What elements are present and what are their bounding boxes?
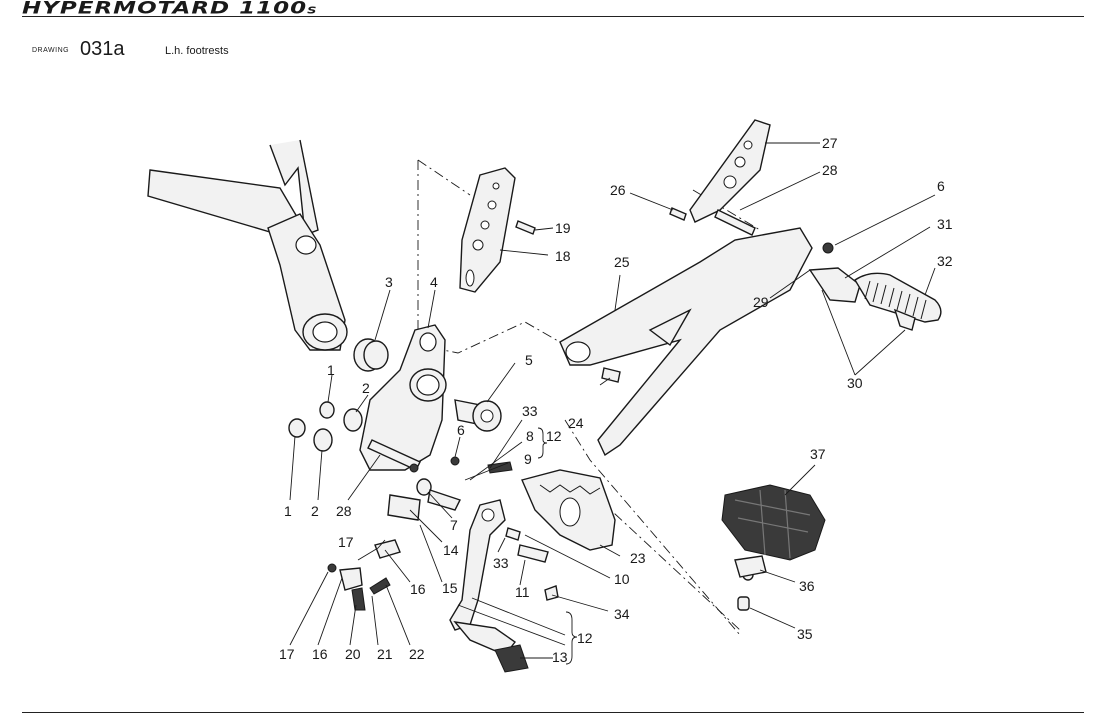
drawing-number: 031a [80,38,125,60]
callout-6: 6 [457,422,465,438]
callout-23: 23 [630,550,646,566]
callout-29: 29 [753,294,769,310]
callout-22: 22 [409,646,425,662]
washers-1-2 [288,401,363,452]
callout-20: 20 [345,646,361,662]
pivot-block [359,324,447,471]
callout-34: 34 [614,606,630,622]
header-rule [22,16,1084,17]
callout-27: 27 [822,135,838,151]
callout-35: 35 [797,626,813,642]
callout-2: 2 [362,380,370,396]
bolts-and-hardware [327,439,767,611]
callout-2: 2 [311,503,319,519]
callout-30: 30 [847,375,863,391]
callout-37: 37 [810,446,826,462]
footpeg-rubber [808,267,942,331]
drawing-label: DRAWING [32,47,70,54]
callout-12: 12 [546,428,562,444]
upper-footrest-bracket [669,119,771,236]
callout-3: 3 [385,274,393,290]
callout-33: 33 [493,555,509,571]
callout-31: 31 [937,216,953,232]
callout-12: 12 [577,630,593,646]
model-title: HYPERMOTARD 1100S [22,0,317,18]
callout-8: 8 [526,428,534,444]
callout-18: 18 [555,248,571,264]
callout-1: 1 [284,503,292,519]
callout-13: 13 [552,649,568,665]
callout-33: 33 [522,403,538,419]
callout-labels: 1 1 2 2 3 4 5 6 6 7 8 9 10 11 12 12 13 1… [279,135,953,665]
reference-lines [417,159,761,636]
callout-24: 24 [568,415,584,431]
callout-28: 28 [336,503,352,519]
bushing-3 [353,338,389,372]
callout-17: 17 [279,646,295,662]
callout-25: 25 [614,254,630,270]
callout-5: 5 [525,352,533,368]
callout-21: 21 [377,646,393,662]
footrest-arm [559,227,834,457]
callout-17: 17 [338,534,354,550]
footpeg-cover [721,484,826,561]
callout-28: 28 [822,162,838,178]
callout-16: 16 [410,581,426,597]
callout-26: 26 [610,182,626,198]
callout-16: 16 [312,646,328,662]
drawing-title: L.h. footrests [165,45,229,57]
spacer-5 [454,399,502,432]
callout-1: 1 [327,362,335,378]
footpeg-plate [521,469,616,601]
callout-4: 4 [430,274,438,290]
callout-9: 9 [524,451,532,467]
callout-14: 14 [443,542,459,558]
callout-19: 19 [555,220,571,236]
callout-11: 11 [515,584,530,600]
callout-7: 7 [450,517,458,533]
leader-lines [289,142,936,659]
braces [537,427,578,665]
brake-pedal [449,499,529,673]
footer-rule [22,712,1084,713]
callout-10: 10 [614,571,630,587]
callout-15: 15 [442,580,458,596]
callout-32: 32 [937,253,953,269]
frame-tube [147,139,348,351]
heel-guard-plate [459,167,536,293]
callout-6: 6 [937,178,945,194]
callout-36: 36 [799,578,815,594]
